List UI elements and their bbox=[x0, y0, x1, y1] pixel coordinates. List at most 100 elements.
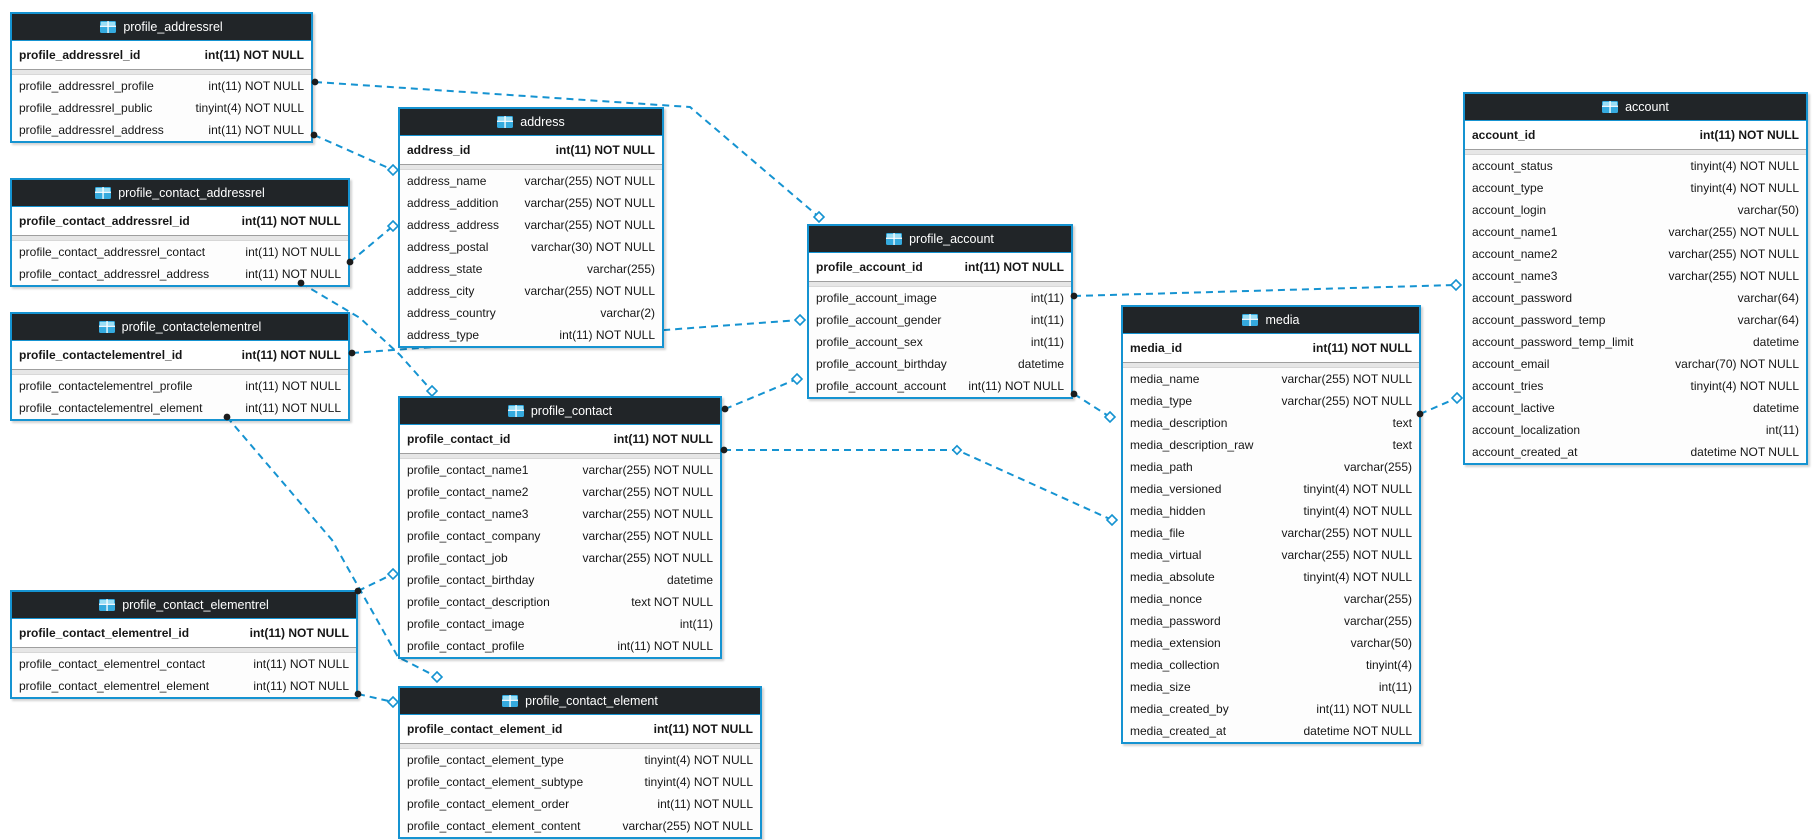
relationship-line-profile_contact_profile-profile_account[interactable] bbox=[724, 378, 798, 410]
relationship-line-profile_contactelementrel_element-profile_contact_element[interactable] bbox=[226, 416, 438, 678]
relationship-line-profile_addressrel_address-address[interactable] bbox=[313, 134, 394, 171]
table-header[interactable]: profile_contact bbox=[400, 398, 720, 425]
table-profile_contact_element[interactable]: profile_contact_element profile_contact_e… bbox=[398, 686, 762, 839]
table-header[interactable]: address bbox=[400, 109, 662, 136]
relationship-line-profile_contact_addressrel_address-address[interactable] bbox=[349, 225, 394, 263]
relationship-line-profile_contact_addressrel_contact-profile_contact[interactable] bbox=[300, 282, 433, 392]
relationship-line-profile_addressrel_profile-profile_account[interactable] bbox=[314, 81, 820, 218]
table-header[interactable]: profile_account bbox=[809, 226, 1071, 253]
relationship-line-profile_contact_elementrel_element-profile_contact_element[interactable] bbox=[357, 693, 394, 703]
table-profile_contact_elementrel[interactable]: profile_contact_elementrel profile_contac… bbox=[10, 590, 358, 699]
relationship-line-profile_contact_image-media[interactable] bbox=[724, 449, 1113, 521]
table-header[interactable]: profile_addressrel bbox=[12, 14, 311, 41]
table-header[interactable]: account bbox=[1465, 94, 1806, 121]
table-header[interactable]: profile_contact_element bbox=[400, 688, 760, 715]
table-header[interactable]: profile_contact_elementrel bbox=[12, 592, 356, 619]
table-header[interactable]: profile_contactelementrel bbox=[12, 314, 348, 341]
table-header[interactable]: profile_contact_addressrel bbox=[12, 180, 348, 207]
relationship-line-profile_account_image-media[interactable] bbox=[1073, 393, 1111, 418]
relationship-line-profile_contact_elementrel_contact-profile_contact[interactable] bbox=[357, 573, 394, 592]
relationship-line-media_created_by-account[interactable] bbox=[1419, 397, 1458, 415]
